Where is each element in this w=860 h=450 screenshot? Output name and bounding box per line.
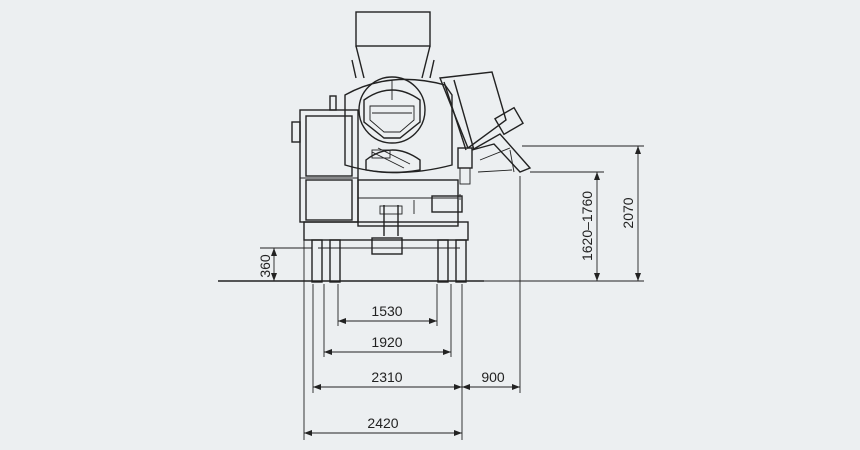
dimension-900-label: 900 bbox=[481, 369, 505, 385]
cab bbox=[291, 95, 359, 223]
loading-hopper bbox=[351, 11, 435, 79]
dimension-1620-1760: 1620–1760 bbox=[579, 172, 600, 281]
dimension-2420-label: 2420 bbox=[367, 415, 398, 431]
wheels bbox=[311, 239, 467, 283]
extension-lines bbox=[260, 145, 644, 440]
dimension-2310: 2310 bbox=[313, 369, 462, 390]
dimension-1620-1760-label: 1620–1760 bbox=[579, 191, 595, 261]
dimension-360-label: 360 bbox=[257, 254, 273, 278]
dimension-1530-label: 1530 bbox=[371, 303, 402, 319]
mixer-truck-front-view bbox=[291, 11, 532, 283]
dimension-2310-label: 2310 bbox=[371, 369, 402, 385]
chassis bbox=[303, 179, 469, 255]
dimension-900: 900 bbox=[462, 369, 520, 390]
dimension-360: 360 bbox=[257, 248, 277, 281]
dimension-2070-label: 2070 bbox=[620, 197, 636, 228]
mixing-drum bbox=[344, 76, 453, 174]
dimension-1920-label: 1920 bbox=[371, 334, 402, 350]
dimension-1530: 1530 bbox=[338, 303, 437, 324]
dimension-1920: 1920 bbox=[324, 334, 451, 355]
dimension-2420: 2420 bbox=[304, 415, 462, 436]
dimension-2070: 2070 bbox=[620, 146, 641, 281]
discharge-chute bbox=[439, 71, 532, 185]
